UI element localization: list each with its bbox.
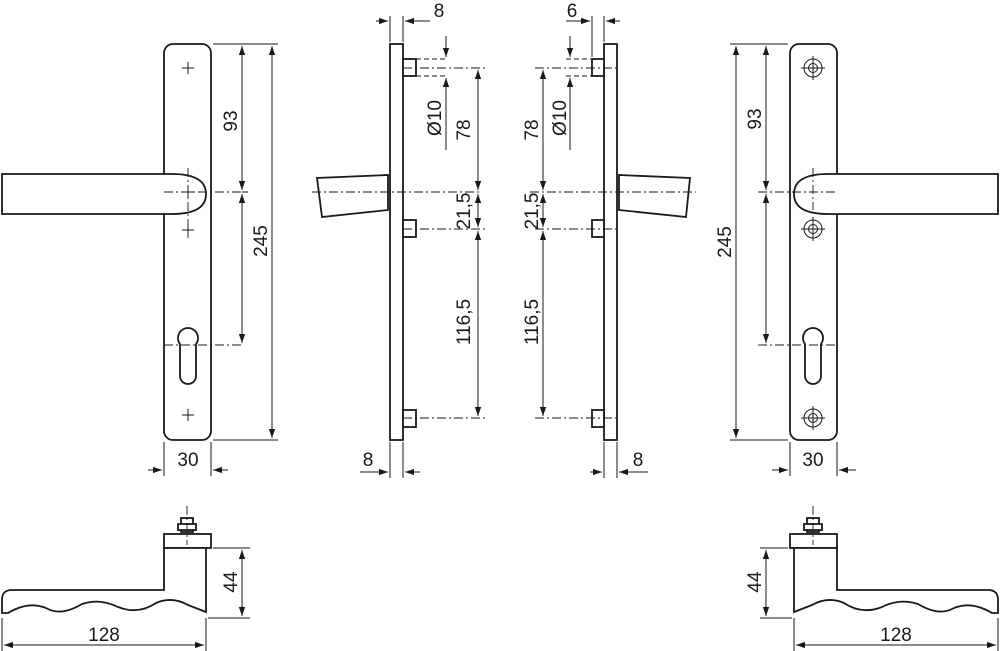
dim-width-30-right: 30: [802, 450, 823, 471]
dim-bottom-8-right: 8: [633, 450, 644, 471]
left-plan-view: 44 128: [1, 506, 250, 651]
backplate: [789, 43, 838, 441]
dim-total-245-left: 245: [251, 225, 272, 257]
dim-78-left: 78: [454, 119, 475, 140]
dim-78-right: 78: [522, 119, 543, 140]
lever: [793, 173, 999, 215]
cylinder-hole: [802, 327, 824, 385]
dim-bore-10-left: Ø10: [425, 100, 446, 136]
dim-bore-10-right: Ø10: [550, 100, 571, 136]
left-side-view: 78 21,5 116,5 Ø10 8 8: [312, 1, 486, 478]
rose-side: [315, 174, 389, 218]
dim-116-5-right: 116,5: [522, 299, 543, 345]
lever-plan: [1, 547, 207, 614]
dim-total-245-right: 245: [715, 226, 736, 258]
dim-offset-93-right: 93: [745, 108, 766, 129]
dim-length-128-right: 128: [880, 625, 912, 646]
dim-116-5-left: 116,5: [454, 299, 475, 345]
dim-height-44-right: 44: [745, 571, 766, 593]
right-plan-view: 44 128: [745, 506, 999, 651]
screw-bosses: [801, 56, 825, 430]
dim-bottom-8-left: 8: [363, 450, 374, 471]
plate-side: [603, 43, 618, 441]
right-front-view: 93 245 30: [715, 43, 999, 476]
cylinder-hole: [177, 327, 199, 385]
dim-top-8-left: 8: [434, 1, 445, 22]
right-side-view: 78 21,5 116,5 Ø10 6 8: [522, 1, 696, 478]
dim-21-5-right: 21,5: [522, 193, 543, 230]
dim-21-5-left: 21,5: [454, 193, 475, 230]
lever-plan: [793, 547, 999, 614]
dim-height-44-left: 44: [221, 571, 242, 593]
dim-width-30-left: 30: [177, 450, 198, 471]
dim-length-128-left: 128: [88, 625, 120, 646]
left-front-view: 93 245 30: [1, 43, 278, 476]
dim-offset-93-left: 93: [221, 110, 242, 131]
rose-side: [618, 174, 691, 218]
lever-center-axis: [164, 168, 242, 238]
dim-top-6-right: 6: [567, 1, 578, 22]
plate-side: [389, 43, 404, 441]
lever: [1, 173, 207, 215]
backplate: [163, 43, 212, 441]
